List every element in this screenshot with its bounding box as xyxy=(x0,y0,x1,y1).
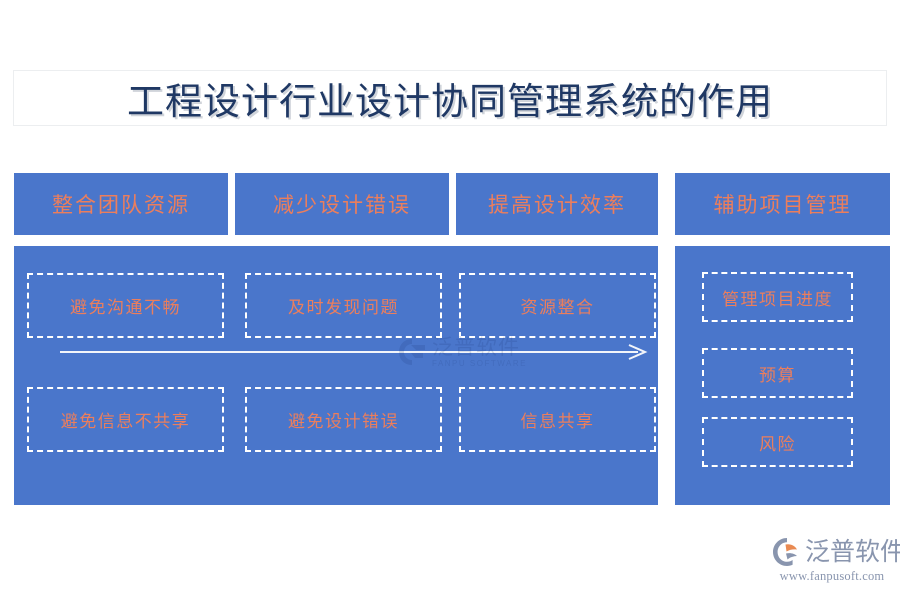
brand-logo-row: 泛普软件 xyxy=(772,537,900,567)
detail-cell-label: 预算 xyxy=(759,365,796,385)
detail-cell-label: 风险 xyxy=(759,434,796,454)
category-header-label: 减少设计错误 xyxy=(273,193,411,217)
left-content-panel: 避免沟通不畅 及时发现问题 资源整合 避免信息不共享 避免设计错误 信息共享 xyxy=(14,246,658,505)
detail-cell-label: 信息共享 xyxy=(520,412,595,431)
detail-cell-detect-problems-timely[interactable]: 及时发现问题 xyxy=(245,273,442,338)
category-header-label: 提高设计效率 xyxy=(488,193,626,217)
category-header-improve-design-efficiency[interactable]: 提高设计效率 xyxy=(456,173,658,235)
category-header-reduce-design-errors[interactable]: 减少设计错误 xyxy=(235,173,449,235)
detail-cell-budget[interactable]: 预算 xyxy=(702,348,853,398)
detail-cell-risk[interactable]: 风险 xyxy=(702,417,853,467)
detail-cell-label: 管理项目进度 xyxy=(722,289,833,309)
detail-cell-avoid-design-errors[interactable]: 避免设计错误 xyxy=(245,387,442,452)
brand-logo: 泛普软件 www.fanpusoft.com xyxy=(772,537,900,589)
detail-cell-avoid-poor-communication[interactable]: 避免沟通不畅 xyxy=(27,273,224,338)
page-title: 工程设计行业设计协同管理系统的作用 xyxy=(127,82,773,123)
category-header-label: 整合团队资源 xyxy=(52,193,190,217)
brand-logo-name: 泛普软件 xyxy=(805,538,900,566)
detail-cell-information-sharing[interactable]: 信息共享 xyxy=(459,387,656,452)
right-content-panel: 管理项目进度 预算 风险 xyxy=(675,246,890,505)
right-arrow-icon xyxy=(60,344,648,360)
brand-logo-icon xyxy=(773,538,797,566)
detail-cell-manage-project-progress[interactable]: 管理项目进度 xyxy=(702,272,853,322)
category-header-assist-project-management[interactable]: 辅助项目管理 xyxy=(675,173,890,235)
detail-cell-label: 及时发现问题 xyxy=(288,298,399,317)
page-title-box: 工程设计行业设计协同管理系统的作用 xyxy=(13,70,887,126)
detail-cell-label: 资源整合 xyxy=(520,298,595,317)
brand-logo-url: www.fanpusoft.com xyxy=(779,569,885,583)
category-header-label: 辅助项目管理 xyxy=(713,193,852,217)
detail-cell-avoid-info-silos[interactable]: 避免信息不共享 xyxy=(27,387,224,452)
category-header-integrate-team-resources[interactable]: 整合团队资源 xyxy=(14,173,228,235)
detail-cell-resource-integration[interactable]: 资源整合 xyxy=(459,273,656,338)
detail-cell-label: 避免信息不共享 xyxy=(60,412,191,431)
detail-cell-label: 避免设计错误 xyxy=(288,412,399,431)
detail-cell-label: 避免沟通不畅 xyxy=(70,298,181,317)
